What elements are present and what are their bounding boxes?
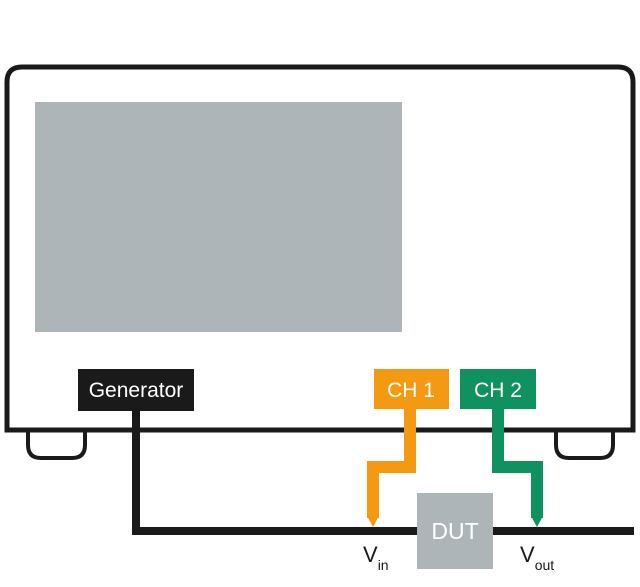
generator-box — [78, 369, 194, 411]
vin-label: Vin — [363, 542, 389, 573]
ch1-box — [374, 369, 449, 409]
ch2-label: CH 2 — [474, 379, 522, 402]
instrument-screen — [35, 102, 402, 332]
instrument-foot-left — [26, 430, 87, 460]
ch2-probe-cable — [492, 405, 543, 518]
ch1-probe-cable — [367, 405, 416, 518]
vout-label: Vout — [520, 542, 554, 573]
ch1-label: CH 1 — [387, 379, 435, 402]
dut-label: DUT — [431, 518, 478, 544]
ch2-probe-tip — [531, 516, 543, 527]
ch1-probe-tip — [367, 516, 379, 527]
instrument-foot-right — [554, 430, 615, 460]
ch2-box — [460, 369, 536, 409]
generator-label: Generator — [89, 379, 184, 402]
dut-box — [417, 493, 493, 569]
